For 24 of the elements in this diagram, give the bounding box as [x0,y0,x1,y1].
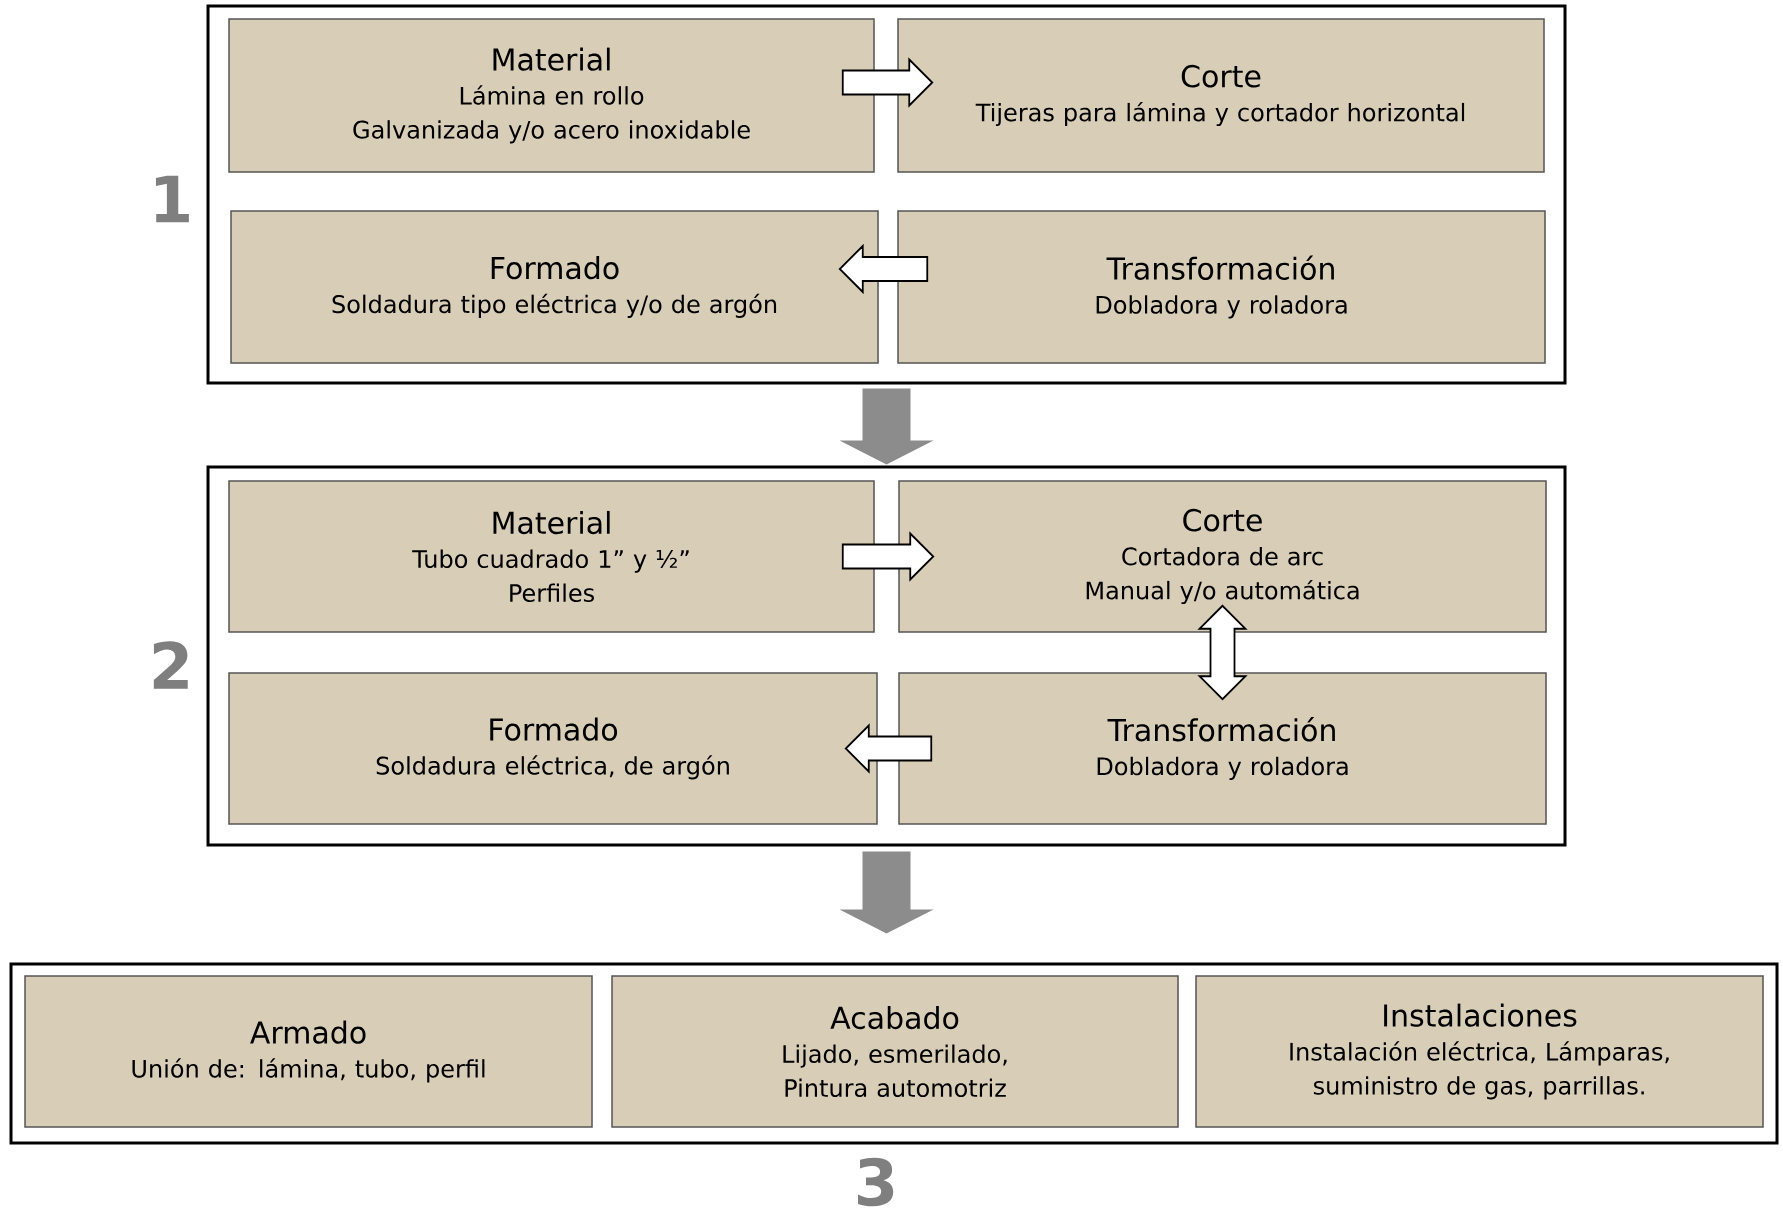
process-box: Transformación Dobladora y roladora [897,210,1546,364]
step-number: 3 [858,1157,894,1207]
block-arrow [839,388,934,465]
process-box: Transformación Dobladora y roladora [898,672,1547,825]
process-box: Corte Cortadora de arc Manual y/o automática [898,480,1547,633]
process-box: Instalaciones Instalación eléctrica, Lámparas, suministro de gas, parrillas. [1195,975,1764,1128]
process-box: Material Tubo cuadrado 1” y ½” Perfiles [228,480,875,633]
process-box: Corte Tijeras para lámina y cortador horizontal [897,18,1545,173]
block-arrow [841,531,935,582]
group-frame [206,4,1567,385]
process-box: Formado Soldadura tipo eléctrica y/o de argón [230,210,879,364]
process-box: Material Lámina en rollo Galvanizada y/o acero inoxidable [228,18,875,173]
block-arrow [839,851,934,934]
block-arrow [1197,604,1248,701]
group-frame [206,465,1567,847]
process-box: Formado Soldadura eléctrica, de argón [228,672,878,825]
block-arrow [844,723,933,774]
process-box: Armado Unión de: lámina, tubo, perfil [24,975,593,1128]
group-frame [9,962,1779,1145]
step-number: 2 [153,641,188,689]
step-number: 1 [155,175,189,223]
block-arrow [841,57,934,108]
process-box: Acabado Lijado, esmerilado, Pintura automotriz [611,975,1179,1128]
block-arrow [838,243,929,295]
